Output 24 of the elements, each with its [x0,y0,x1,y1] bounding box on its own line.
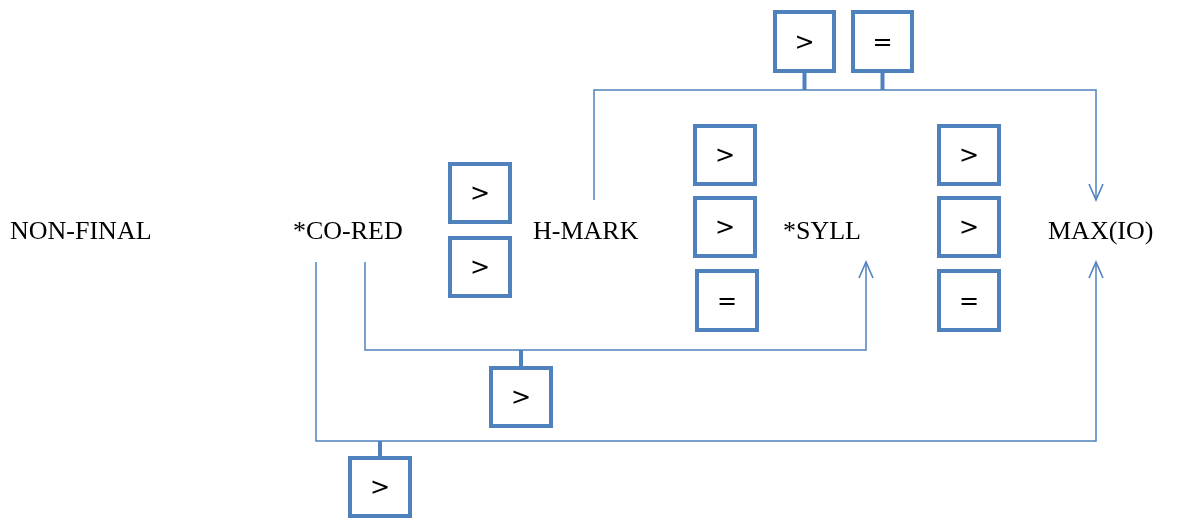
ranking-box: = [695,269,759,332]
leader-line [802,73,807,90]
ranking-box: > [348,456,412,518]
arrow [593,89,1104,201]
leader-line [519,350,523,366]
ranking-box: > [937,196,1001,258]
leader-line [378,441,382,456]
ranking-box: > [693,124,757,186]
ranking-box: > [448,236,512,298]
constraint-label: MAX(IO) [1048,216,1154,246]
ranking-box: > [489,366,553,428]
leader-line [880,73,885,90]
arrow [364,261,874,351]
constraint-label: NON-FINAL [10,216,152,246]
ranking-box: > [937,124,1001,186]
constraint-label: *SYLL [783,216,861,246]
ranking-box: = [851,10,914,73]
ranking-box: > [773,10,836,73]
constraint-label: H-MARK [533,216,639,246]
constraint-label: *CO-RED [293,216,403,246]
ranking-box: > [448,162,512,224]
arrow [315,261,1104,442]
ranking-box: = [937,269,1001,332]
ranking-box: > [693,196,757,258]
